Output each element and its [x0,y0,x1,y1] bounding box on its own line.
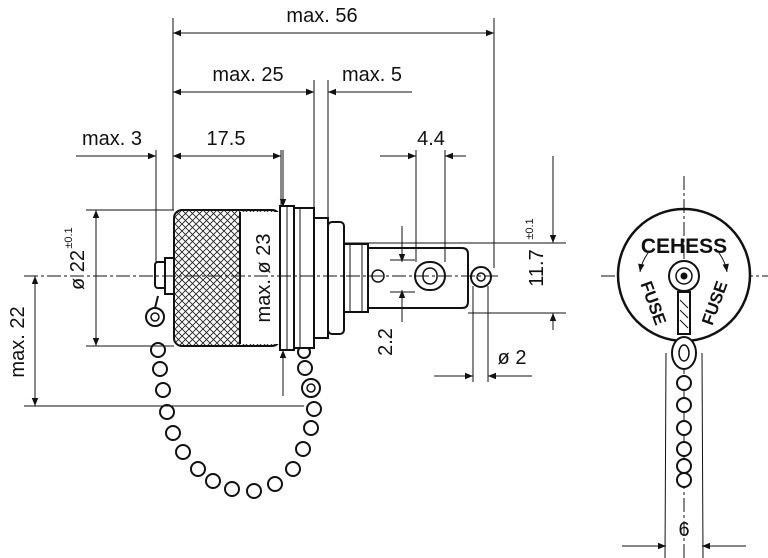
dim-knurl-length: 17.5 [207,128,246,150]
dim-end-width: 6 [678,519,689,541]
dim-panel-height-tol: ±0.1 [524,218,536,239]
end-chain [671,336,697,488]
dim-tab-thickness: 2.2 [375,328,397,356]
dim-cap-overhang: max. 3 [82,128,142,150]
dim-cap-diameter: max. ø 23 [253,234,275,323]
brand-text: CEHESS [641,235,727,258]
dimension-lines [24,18,746,550]
dim-tab-width: 4.4 [417,128,445,150]
side-view [24,205,768,499]
dim-flange: max. 5 [342,64,402,86]
dimension-labels: max. 56 max. 25 max. 5 max. 3 17.5 4.4 ø… [7,5,690,541]
dim-body-diameter-tol: ±0.1 [63,227,75,248]
dim-overall-length: max. 56 [286,5,357,27]
dim-chain-drop: max. 22 [7,306,29,377]
dim-hole-diameter: ø 2 [498,347,527,369]
dim-body-diameter: ø 22 [67,250,89,290]
end-view: CEHESS FUSE FUSE [616,176,752,558]
chain [145,307,322,499]
dim-cap-length: max. 25 [212,64,283,86]
dim-panel-height: 11.7 [526,249,548,286]
